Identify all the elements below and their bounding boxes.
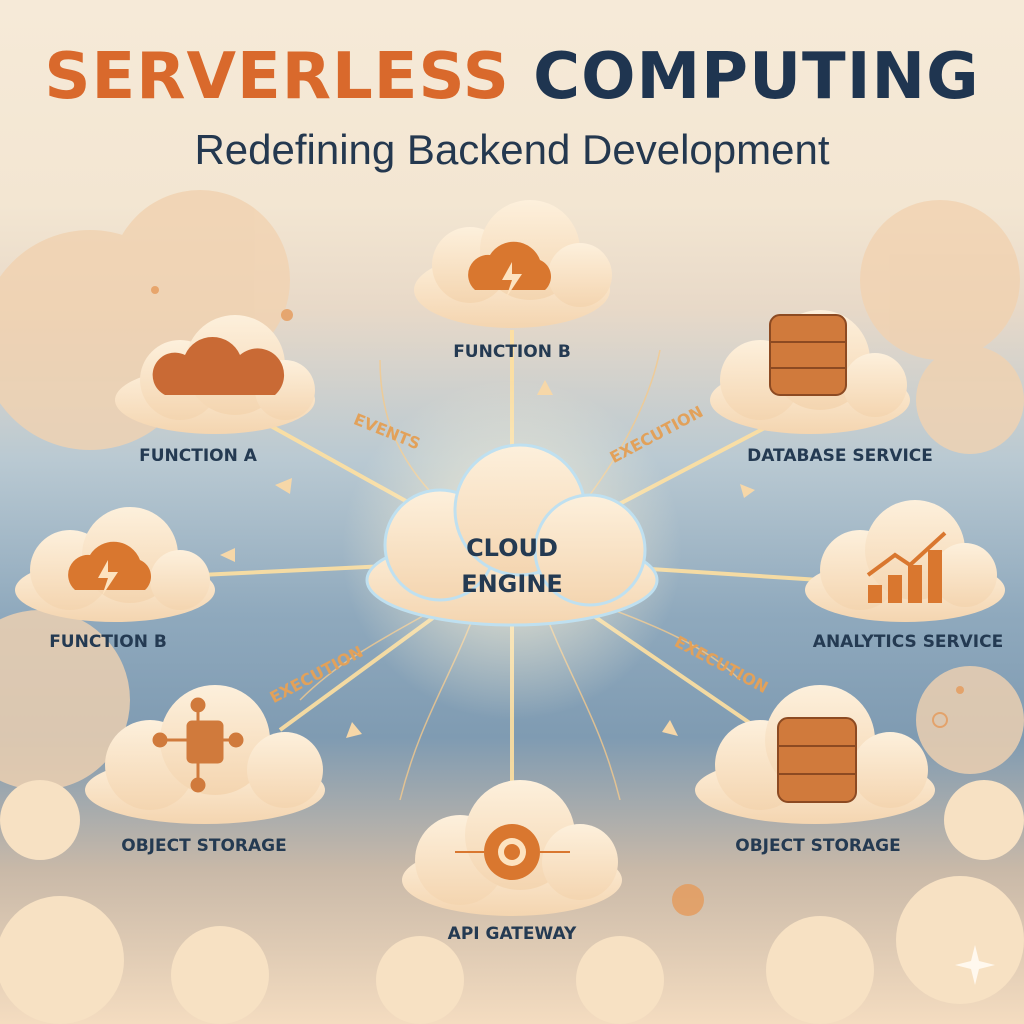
node-label-object-storage-right: OBJECT STORAGE [735,836,901,856]
network-storage-icon [152,697,244,793]
cloud-cluster-icon [152,336,285,395]
sparkle-icon [955,945,995,985]
node-label-function-b-top: FUNCTION B [453,342,571,362]
page-title: SERVERLESS COMPUTING [0,40,1024,114]
lightning-cloud-icon [468,241,552,298]
database-icon [769,314,847,396]
database-icon [777,717,857,803]
node-label-api-gateway: API GATEWAY [447,924,577,944]
title-computing: COMPUTING [533,40,980,114]
node-label-database-service: DATABASE SERVICE [747,446,933,466]
page-subtitle: Redefining Backend Development [194,126,830,173]
node-label-function-b-left: FUNCTION B [49,632,167,652]
arrow-marks [220,380,755,738]
cloud-engine[interactable] [365,443,659,627]
node-label-analytics-service: ANALYTICS SERVICE [812,632,1004,652]
node-label-object-storage-left: OBJECT STORAGE [121,836,287,856]
node-label-function-a: FUNCTION A [139,446,257,466]
cloud-engine-label: CLOUD ENGINE [412,530,612,602]
gear-icon [455,824,570,880]
lightning-cloud-icon [68,541,152,596]
title-serverless: SERVERLESS [44,40,510,114]
bar-chart-icon [866,531,947,603]
foreground-clouds [0,780,1024,1024]
cloud-engine-line1: CLOUD [466,534,558,562]
cloud-engine-line2: ENGINE [461,570,563,598]
